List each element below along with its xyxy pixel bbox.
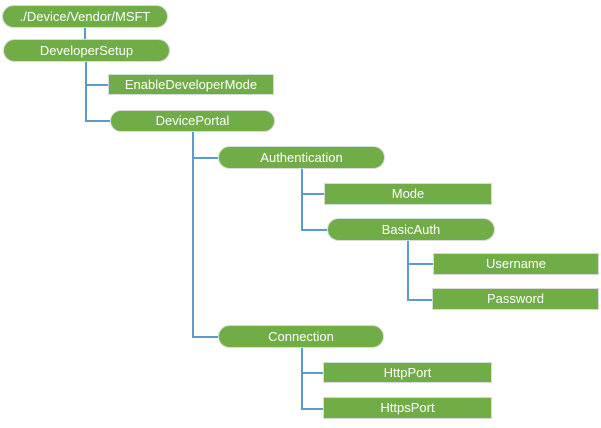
connector-line-horizontal xyxy=(301,229,327,231)
tree-node-username: Username xyxy=(433,253,599,275)
tree-node-mode: Mode xyxy=(324,183,492,205)
connector-line-vertical xyxy=(301,348,303,410)
connector-line-horizontal xyxy=(192,157,218,159)
connector-line-horizontal xyxy=(85,84,108,86)
tree-node-deviceportal: DevicePortal xyxy=(110,110,275,132)
connector-line-horizontal xyxy=(301,193,324,195)
connector-line-horizontal xyxy=(301,408,323,410)
connector-line-vertical xyxy=(85,62,87,122)
tree-node-device-vendor-msft: ./Device/Vendor/MSFT xyxy=(2,5,168,28)
connector-line-horizontal xyxy=(407,263,433,265)
tree-node-basicauth: BasicAuth xyxy=(327,218,495,241)
tree-node-enabledevelopermode: EnableDeveloperMode xyxy=(108,74,274,95)
connector-line-vertical xyxy=(84,28,86,39)
tree-node-httpsport: HttpsPort xyxy=(323,397,492,419)
tree-node-connection: Connection xyxy=(218,325,384,348)
tree-node-password: Password xyxy=(432,288,599,310)
connector-line-vertical xyxy=(192,132,194,338)
connector-line-horizontal xyxy=(192,336,218,338)
connector-line-vertical xyxy=(407,241,409,301)
tree-node-httpport: HttpPort xyxy=(323,362,492,383)
connector-line-horizontal xyxy=(85,120,110,122)
tree-node-authentication: Authentication xyxy=(218,146,385,169)
tree-node-developersetup: DeveloperSetup xyxy=(3,39,170,62)
connector-line-horizontal xyxy=(407,299,432,301)
connector-line-vertical xyxy=(301,169,303,231)
connector-line-horizontal xyxy=(301,372,323,374)
